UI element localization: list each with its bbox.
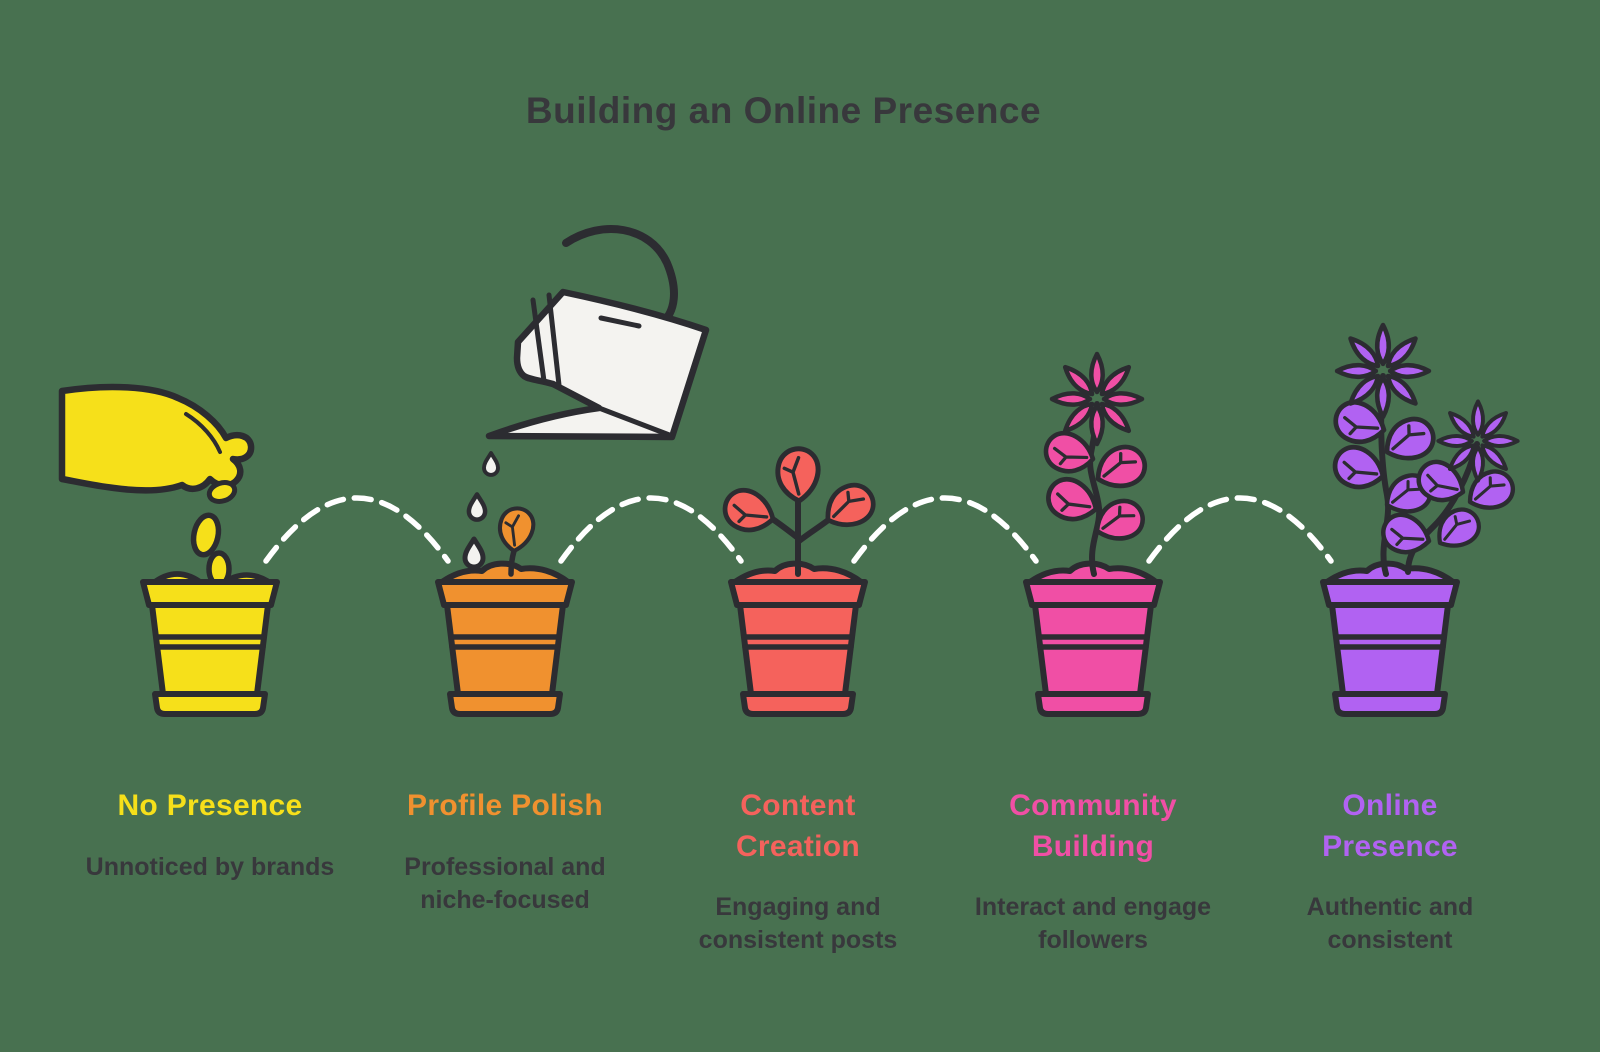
stage-label-community-building: Community Building Interact and engage f… (943, 786, 1243, 957)
stage-description: Interact and engage followers (974, 893, 1212, 954)
flowerpot (143, 582, 277, 714)
young-plant (719, 447, 880, 577)
stage-label-profile-polish: Profile Polish Professional and niche-fo… (355, 786, 655, 917)
flow-arc-2 (558, 495, 744, 564)
leaf (819, 479, 880, 534)
stage-icon-content-creation (719, 447, 880, 714)
flowerpot (731, 582, 865, 714)
stage-description: Authentic and consistent (1306, 893, 1474, 954)
stage-name: No Presence (117, 789, 303, 822)
page-title: Building an Online Presence (525, 90, 1042, 131)
flowerpot (1026, 582, 1160, 714)
stage-description: Unnoticed by brands (85, 852, 335, 881)
can-details (596, 315, 675, 439)
stage-name: Community Building (1009, 789, 1177, 863)
stage-label-content-creation: Content Creation Engaging and consistent… (648, 786, 948, 957)
flower (1337, 325, 1429, 417)
stage-name: Profile Polish (407, 789, 603, 822)
leaf (1379, 413, 1438, 466)
stage-name: Online Presence (1322, 789, 1458, 863)
stem (771, 499, 830, 577)
flow-arc-1 (263, 495, 451, 564)
stage-name: Content Creation (735, 789, 861, 863)
leaf (1430, 503, 1485, 555)
water-drop (482, 451, 500, 477)
stage-icon-profile-polish (438, 225, 710, 714)
water-drop (469, 494, 485, 519)
can-handle (562, 225, 678, 328)
hand-icon (58, 383, 255, 504)
can-body (485, 288, 710, 441)
flowering-plant (1040, 354, 1150, 577)
water-drop (465, 539, 483, 567)
water-drops (465, 451, 500, 567)
leaf (719, 484, 780, 540)
stage-description: Engaging and consistent posts (698, 893, 898, 954)
stage-description: Professional and niche-focused (404, 852, 606, 914)
leaf (495, 505, 537, 554)
flowerpot (1323, 582, 1457, 714)
leaf (775, 447, 820, 503)
flower (1052, 354, 1142, 444)
stage-icon-community-building (1026, 354, 1160, 714)
can-stripes (530, 292, 562, 388)
sprout (495, 505, 537, 577)
flower (1438, 401, 1517, 480)
flowerpot (438, 582, 572, 714)
stage-icon-online-presence (1323, 325, 1518, 714)
falling-seed (190, 512, 222, 558)
blooming-plant (1329, 325, 1518, 577)
leaf (1463, 466, 1518, 515)
flow-arc-4 (1146, 495, 1334, 564)
stage-icon-no-presence (58, 383, 277, 714)
stage-label-no-presence: No Presence Unnoticed by brands (60, 786, 360, 884)
leaf (1091, 442, 1150, 494)
seed-in-fingers (206, 480, 238, 504)
watering-can-icon (465, 225, 710, 567)
flow-arc-3 (851, 495, 1039, 564)
stage-label-online-presence: Online Presence Authentic and consistent (1240, 786, 1540, 957)
